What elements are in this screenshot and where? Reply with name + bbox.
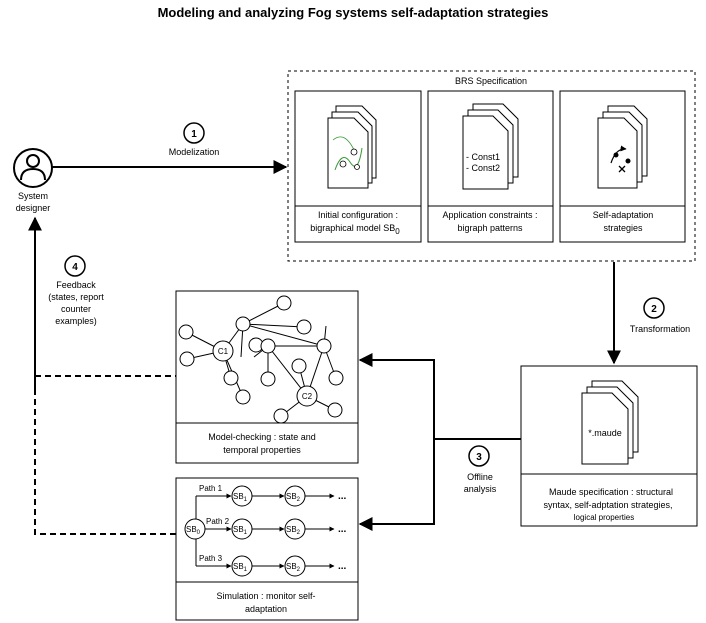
step-4-badge: [64, 255, 86, 277]
step-3-label-line2: analysis: [464, 484, 497, 494]
strategy-document-icon: [597, 105, 648, 189]
graph-node: [327, 402, 343, 418]
path-1-label: Path 1: [199, 484, 223, 493]
initial-config-line1: Initial configuration :: [318, 210, 398, 220]
node-c2-label: C2: [302, 392, 313, 401]
graph-nodes: [178, 295, 344, 424]
sim-node: [231, 485, 253, 507]
initial-config-line2: bigraphical model SB0: [310, 223, 400, 236]
step-4-label-line2: (states, report: [48, 292, 104, 302]
diagram-title: Modeling and analyzing Fog systems self-…: [158, 5, 549, 20]
maude-specification-box: *.maude Maude specification : structural…: [520, 365, 698, 527]
graph-node: [260, 338, 276, 354]
model-checking-line1: Model-checking : state and: [208, 432, 316, 442]
bigraph-document-icon: [327, 105, 377, 189]
sim-node-label: SB1: [233, 525, 248, 536]
constraint-2: - Const2: [466, 163, 500, 173]
graph-node-c1: [212, 340, 234, 362]
initial-configuration-box: Initial configuration : bigraphical mode…: [294, 90, 422, 243]
step-4-label-line4: examples): [55, 316, 97, 326]
ellipsis: ...: [338, 524, 347, 535]
graph-node: [235, 389, 251, 405]
simulation-line1: Simulation : monitor self-: [216, 591, 315, 601]
sim-root-node: [184, 518, 206, 540]
step-2-number: 2: [651, 304, 657, 315]
to-simulation-arrow: [358, 439, 435, 531]
sim-node: [284, 485, 306, 507]
graph-node-c2: [296, 385, 318, 407]
brs-title: BRS Specification: [455, 76, 527, 86]
path-2-label: Path 2: [206, 517, 230, 526]
graph-node: [223, 370, 239, 386]
graph-node: [235, 316, 251, 332]
maude-file: *.maude: [588, 428, 622, 438]
graph-node: [291, 358, 307, 374]
self-adaptation-strategies-box: Self-adaptation strategies: [559, 90, 686, 243]
graph-node: [260, 371, 276, 387]
sim-node: [231, 555, 253, 577]
step-4-label-line3: counter: [61, 304, 91, 314]
sim-node-label: SB1: [233, 562, 248, 573]
constraint-1: - Const1: [466, 152, 500, 162]
graph-node: [179, 351, 195, 367]
sim-node-label: SB1: [233, 492, 248, 503]
sim-node-label: SB2: [286, 492, 301, 503]
maude-line2: syntax, self-adptation strategies,: [543, 500, 672, 510]
sim-node-label: SB2: [286, 562, 301, 573]
simulation-box: SB0 SB1 SB1 SB1 SB2 SB2 SB2 Path 1 Path …: [175, 477, 359, 621]
sim-node: [284, 555, 306, 577]
step-3-label-line1: Offline: [467, 472, 493, 482]
model-checking-line2: temporal properties: [223, 445, 301, 455]
strategies-line1: Self-adaptation: [593, 210, 654, 220]
step-2-badge: [643, 297, 665, 319]
step-4-number: 4: [72, 262, 78, 273]
system-designer-actor: System designer: [13, 148, 53, 213]
maude-line3: logical properties: [574, 513, 634, 522]
maude-document-icon: [581, 380, 639, 465]
graph-node: [178, 324, 194, 340]
path-3-label: Path 3: [199, 554, 223, 563]
ellipsis: ...: [338, 561, 347, 572]
step-1-label: Modelization: [169, 147, 220, 157]
application-constraints-box: - Const1 - Const2 Application constraint…: [427, 90, 554, 243]
simulation-paths: SB0 SB1 SB1 SB1 SB2 SB2 SB2 Path 1 Path …: [184, 484, 347, 577]
maude-line1: Maude specification : structural: [549, 487, 673, 497]
simulation-feedback-line: [34, 376, 176, 535]
sim-node: [231, 518, 253, 540]
graph-node: [316, 338, 332, 354]
constraints-document-icon: [462, 103, 519, 190]
step-3-badge: [468, 445, 490, 467]
step-1-number: 1: [191, 129, 197, 140]
step-4-label-line1: Feedback: [56, 280, 96, 290]
actor-label-line2: designer: [16, 203, 51, 213]
sim-node-label: SB2: [286, 525, 301, 536]
graph-node: [328, 370, 344, 386]
step-2-label: Transformation: [630, 324, 690, 334]
model-checking-box: C1 C2 Model-checking : state and tempora…: [175, 290, 359, 464]
actor-label-line1: System: [18, 191, 48, 201]
ellipsis: ...: [338, 491, 347, 502]
simulation-line2: adaptation: [245, 604, 287, 614]
step-1-badge: [183, 122, 205, 144]
graph-node: [276, 295, 292, 311]
sim-node: [284, 518, 306, 540]
step-3-number: 3: [476, 452, 482, 463]
sim-root-label: SB0: [186, 525, 201, 536]
node-c1-label: C1: [218, 347, 229, 356]
constraints-line1: Application constraints :: [442, 210, 537, 220]
graph-node: [296, 319, 312, 335]
brs-specification-container: [287, 70, 696, 262]
to-model-checking-arrow: [358, 353, 435, 439]
strategies-line2: strategies: [603, 223, 643, 233]
constraints-line2: bigraph patterns: [457, 223, 523, 233]
graph-node: [273, 408, 289, 424]
